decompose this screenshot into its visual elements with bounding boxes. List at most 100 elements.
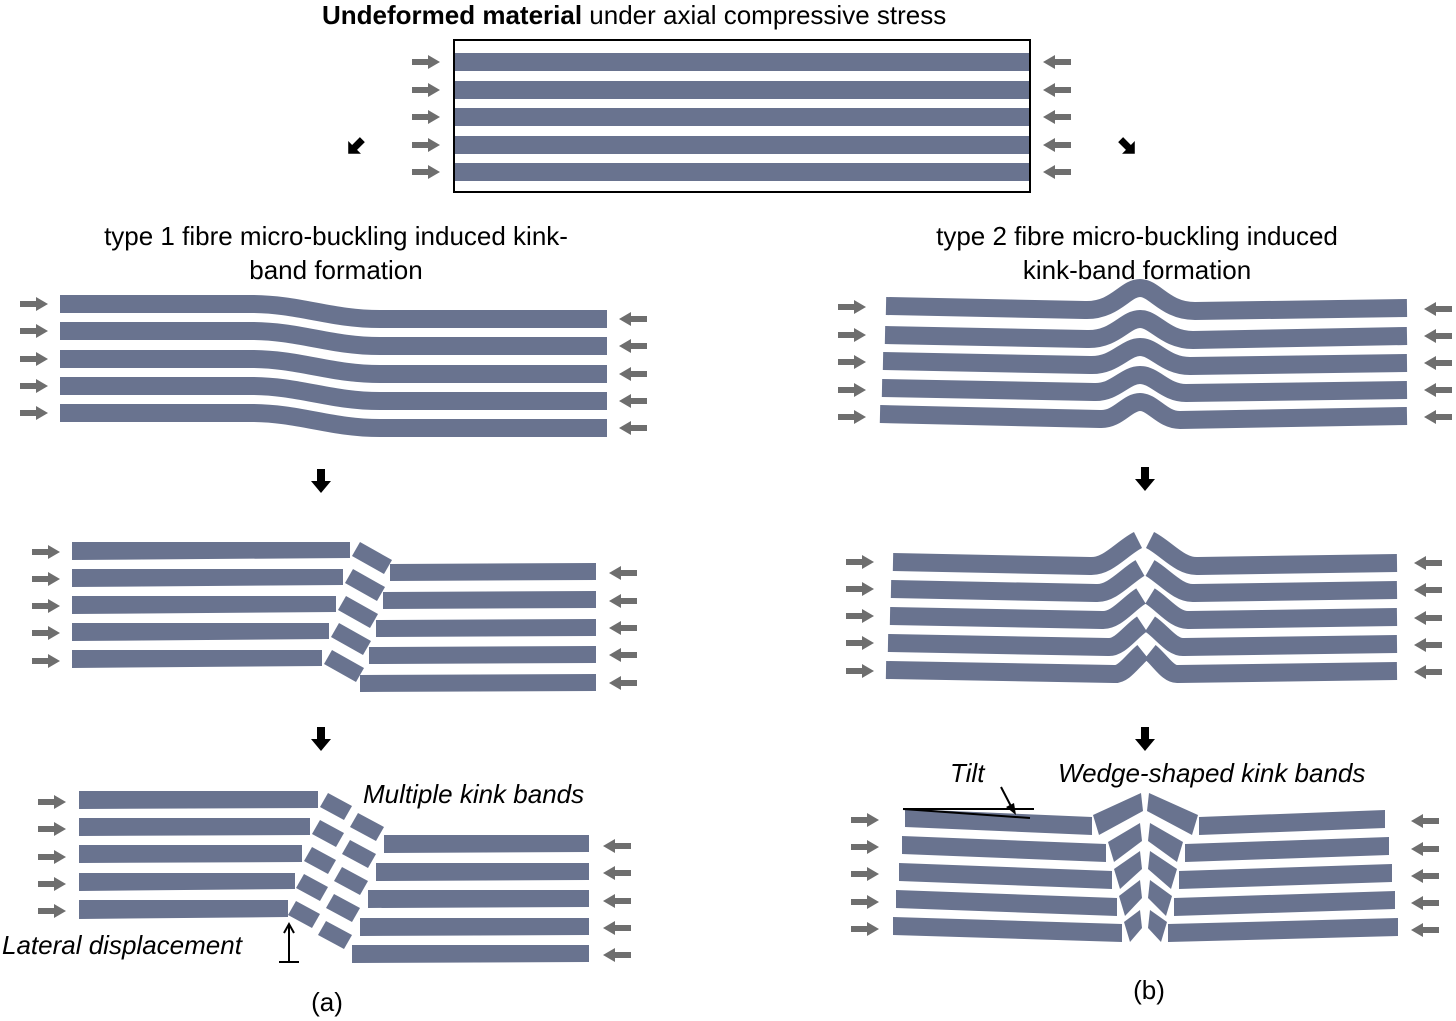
- fibre: [79, 873, 295, 891]
- kink-segment: [1148, 851, 1177, 889]
- fibre: [72, 596, 336, 614]
- kink-segment: [352, 542, 392, 574]
- kink-segment: [326, 894, 360, 922]
- fibre: [1145, 531, 1398, 575]
- panel-b-caption: (b): [1133, 975, 1165, 1005]
- panel-a-stage1-fibres: [60, 295, 607, 437]
- fibre: [882, 338, 1408, 375]
- tilt-arrowhead: [1006, 803, 1016, 815]
- fibre: [893, 917, 1122, 942]
- fibre: [60, 377, 607, 410]
- fibre: [905, 809, 1092, 835]
- kink-segment: [1147, 793, 1198, 835]
- panel-a-heading-line2: band formation: [249, 255, 422, 285]
- fibre: [376, 619, 596, 637]
- fibre: [72, 650, 322, 668]
- kink-segment: [1148, 880, 1172, 916]
- flow-arrow-down-left: [348, 137, 365, 154]
- fibre: [72, 569, 343, 587]
- kink-segment: [1119, 880, 1142, 916]
- fibre: [1144, 644, 1398, 683]
- fibre: [879, 393, 1408, 429]
- fibre: [455, 136, 1029, 154]
- kink-segment: [1148, 910, 1167, 942]
- panel-b-stage2-fibres: [885, 531, 1398, 683]
- fibre: [60, 295, 607, 328]
- fibre: [1168, 918, 1398, 942]
- kink-segment: [304, 847, 336, 874]
- kink-segment: [324, 650, 364, 682]
- panel-a-flow-arrow-2: [311, 727, 331, 751]
- fibre: [1145, 560, 1398, 602]
- fibre: [890, 560, 1145, 602]
- fibre: [892, 531, 1143, 575]
- panel-b-stage2-load-left: [846, 555, 874, 678]
- panel-a-stage1-load-right: [619, 312, 647, 435]
- kink-segment: [318, 921, 352, 949]
- fibre: [79, 818, 310, 836]
- panel-a-stage2-fibres: [72, 542, 596, 692]
- kink-segment: [1148, 823, 1183, 862]
- kink-segment: [331, 623, 371, 655]
- panel-a-heading-line1: type 1 fibre micro-buckling induced kink…: [104, 221, 568, 251]
- kink-segment: [1124, 910, 1142, 942]
- kink-segment: [296, 874, 328, 901]
- panel-a-annotation-kinks: Multiple kink bands: [363, 779, 584, 809]
- fibre: [455, 53, 1029, 71]
- diagram-title: Undeformed material under axial compress…: [322, 0, 946, 30]
- fibre: [60, 322, 607, 355]
- load-arrows-left: [412, 55, 440, 179]
- fibre: [1144, 588, 1398, 629]
- panel-b-stage3-load-left: [851, 813, 879, 936]
- fibre: [896, 890, 1117, 916]
- panel-a-stage2-load-right: [609, 566, 637, 690]
- fibre: [60, 350, 607, 383]
- fibre: [1199, 810, 1385, 835]
- fibre: [887, 616, 1148, 656]
- fibre: [1174, 891, 1395, 916]
- panel-b-annotation-wedge: Wedge-shaped kink bands: [1058, 758, 1365, 788]
- fibre: [79, 845, 302, 863]
- kink-segment: [338, 596, 378, 628]
- fibre: [455, 108, 1029, 126]
- fibre: [72, 623, 329, 641]
- fibre: [881, 366, 1408, 402]
- fibre: [369, 646, 596, 664]
- panel-a-stage3-load-left: [38, 795, 66, 918]
- fibre: [889, 588, 1147, 629]
- kink-segment: [342, 840, 376, 868]
- panel-a-annotation-lateral: Lateral displacement: [2, 930, 244, 960]
- fibre: [390, 563, 596, 581]
- fibre: [899, 863, 1112, 889]
- kink-segment: [1114, 851, 1142, 889]
- kink-segment: [345, 569, 385, 601]
- undeformed-material: [453, 39, 1031, 193]
- panel-b-stage1-load-left: [838, 300, 866, 424]
- panel-b-stage1-load-right: [1424, 302, 1452, 424]
- panel-a-flow-arrow-1: [311, 469, 331, 493]
- kink-segment: [1093, 793, 1143, 835]
- fibre: [884, 310, 1408, 349]
- panel-b-flow-arrow-2: [1135, 727, 1155, 751]
- fibre: [79, 791, 318, 809]
- fibre: [79, 900, 288, 919]
- fibre: [360, 674, 596, 692]
- fibre: [368, 890, 589, 908]
- fibre: [1185, 837, 1389, 862]
- kink-segment: [320, 793, 352, 820]
- panel-b-stage1-fibres: [879, 279, 1408, 429]
- fibre: [72, 542, 350, 560]
- fibre: [455, 81, 1029, 99]
- kink-segment: [1108, 823, 1142, 862]
- panel-b-annotation-tilt: Tilt: [950, 758, 986, 788]
- panel-a-stage3-fibres: [79, 791, 589, 963]
- fibre: [455, 163, 1029, 181]
- load-arrows-right: [1043, 55, 1071, 179]
- kink-segment: [350, 813, 384, 841]
- fibre: [902, 836, 1106, 862]
- panel-b-heading-line1: type 2 fibre micro-buckling induced: [936, 221, 1338, 251]
- fibre: [1179, 864, 1392, 889]
- flow-arrow-down-right: [1118, 137, 1135, 154]
- panel-b-stage2-load-right: [1414, 556, 1442, 679]
